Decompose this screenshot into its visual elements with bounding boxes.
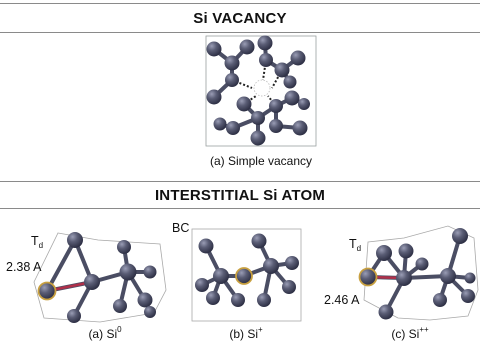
vacancy-atoms <box>206 35 310 146</box>
vacancy-dangling-bonds <box>231 59 283 107</box>
panel-b-box <box>191 228 302 322</box>
interstitial-diagram-c <box>358 225 479 321</box>
rule-top <box>0 3 480 4</box>
panel-c-interstitial-atom <box>358 267 378 287</box>
interstitial-diagram-b <box>191 228 302 322</box>
interstitial-diagram-a <box>33 232 167 323</box>
panel-a-caption: (a) Si0 <box>55 325 155 341</box>
panel-b-charge: + <box>258 325 263 334</box>
panel-b-interstitial-atom <box>235 267 253 285</box>
panel-a-site-text: T <box>31 234 39 248</box>
panel-c-site-sub: d <box>356 244 362 253</box>
panel-c-atoms <box>376 228 476 320</box>
rule-under-interstitial-title <box>0 208 480 209</box>
panel-c-charge: ++ <box>419 325 429 334</box>
interstitial-title: INTERSTITIAL Si ATOM <box>154 187 326 204</box>
panel-b-atoms <box>195 233 299 307</box>
panel-a-distance: 2.38 A <box>6 260 42 274</box>
panel-c-caption-text: (c) Si <box>391 327 420 341</box>
vacancy-box <box>205 35 317 147</box>
panel-c-caption: (c) Si++ <box>360 325 460 341</box>
panel-b-caption: (b) Si+ <box>196 325 296 341</box>
panel-a-charge: 0 <box>117 325 122 334</box>
vacancy-caption: (a) Simple vacancy <box>209 154 313 168</box>
panel-a-atoms <box>67 232 157 323</box>
rule-under-vacancy-title <box>0 32 480 33</box>
panel-a-site-label: Td <box>31 234 44 250</box>
panel-a-site-sub: d <box>38 241 44 250</box>
vacancy-site <box>253 79 271 97</box>
panel-a-caption-text: (a) Si <box>88 327 118 341</box>
panel-b-caption-text: (b) Si <box>229 327 258 341</box>
vacancy-diagram <box>205 35 317 147</box>
panel-b-site-label: BC <box>172 221 190 235</box>
vacancy-title: Si VACANCY <box>193 10 287 27</box>
panel-a-interstitial-atom <box>37 281 57 301</box>
panel-c-site-text: T <box>349 237 357 251</box>
rule-between-sections <box>0 181 480 182</box>
panel-c-site-label: Td <box>349 237 362 253</box>
panel-c-distance: 2.46 A <box>324 293 360 307</box>
